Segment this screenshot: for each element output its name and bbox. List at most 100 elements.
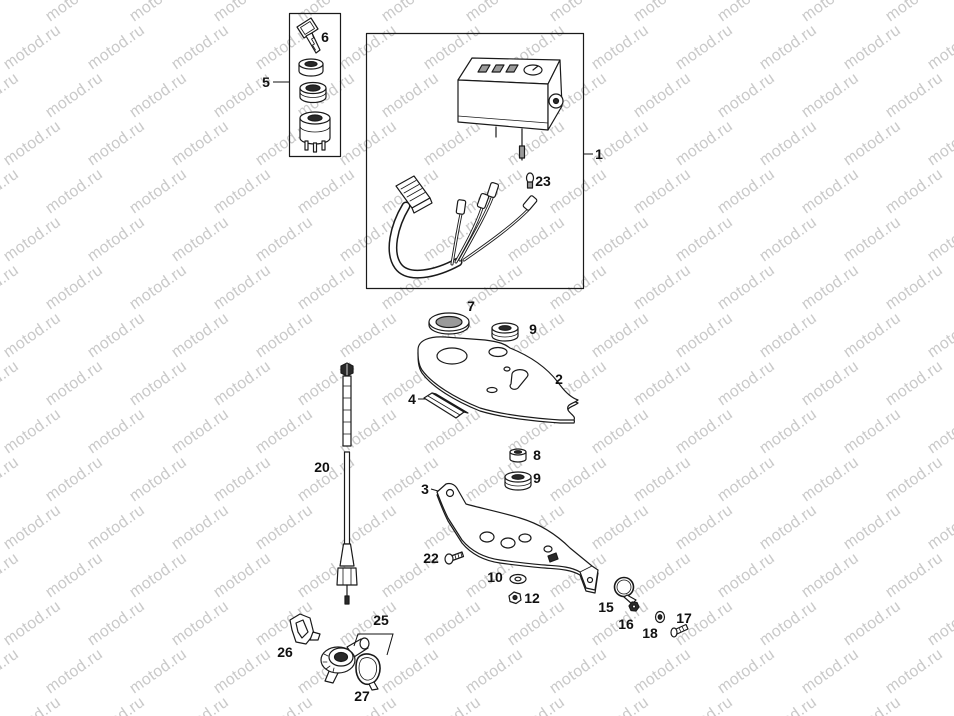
housing-front-face [457, 79, 549, 131]
callout-1: 1 [595, 146, 603, 162]
callout-9-upper: 9 [529, 321, 537, 337]
reset-knob-center [552, 97, 560, 105]
rubber-grommet-lower [504, 471, 532, 491]
callout-23: 23 [535, 173, 551, 189]
rubber-grommet-upper [491, 322, 519, 342]
switch-body [299, 111, 331, 153]
retaining-ring [428, 312, 470, 335]
cable-bottom-nut [336, 567, 358, 586]
cable-nut-facets [342, 567, 352, 586]
washer-hole [514, 576, 522, 582]
bracket-hole [518, 533, 532, 543]
bracket-area [436, 448, 599, 605]
mounting-bracket [436, 482, 599, 594]
leader-line-3 [430, 488, 439, 492]
speedometer-cable [336, 362, 358, 605]
bulb-base [526, 181, 534, 189]
seal-ring-inner [358, 657, 377, 681]
speedometer-drive [320, 637, 370, 684]
grommet-hole [498, 325, 512, 331]
switch-terminal [321, 140, 326, 151]
clip-opening [295, 619, 309, 639]
foam-strip-ridge [427, 395, 461, 416]
cable-upper-sheath [342, 375, 352, 447]
housing-lip [457, 115, 549, 124]
ignition-switch-frame [288, 12, 342, 158]
cable-square-tip [344, 595, 350, 605]
speedometer-drive-area [289, 613, 381, 691]
bushing-hole [513, 450, 523, 454]
nut-hole [512, 594, 518, 601]
harness-sleeve [389, 203, 461, 278]
drive-gear [333, 651, 349, 663]
switch-ring [299, 81, 327, 104]
hex-nut [508, 591, 522, 605]
harness-wire [459, 197, 493, 261]
cable-lower-sheath [343, 451, 351, 545]
callout-22: 22 [423, 550, 439, 566]
connector-side [411, 197, 433, 214]
gasket-hole [488, 346, 508, 358]
callout-12: 12 [524, 590, 540, 606]
clamp-nut-hole [631, 604, 637, 609]
warning-lamp-window [477, 64, 491, 73]
clamp-screw-head [670, 627, 678, 638]
callout-9-lower: 9 [533, 470, 541, 486]
callout-10: 10 [487, 569, 503, 585]
indicator-assembly-frame [365, 32, 585, 290]
bracket-screw [444, 551, 465, 565]
ring-hole [435, 315, 463, 329]
bullet-connector [455, 199, 467, 215]
warning-lamp-window [505, 64, 519, 73]
drive-clip [289, 613, 321, 645]
clamp-hardware [613, 576, 689, 638]
clamp-screw [670, 623, 689, 638]
clamp-band-inner [616, 579, 632, 595]
drive-seal-ring [355, 653, 381, 691]
stud-thread [518, 145, 526, 159]
bracket-fold [579, 565, 593, 573]
grommet-groove [504, 480, 532, 487]
clamp-washer [654, 610, 666, 624]
callout-25: 25 [373, 612, 389, 628]
connector-rib [400, 180, 426, 202]
grommet-groove [491, 331, 519, 338]
switch-keyhole [307, 114, 323, 122]
leader-bracket-25 [353, 633, 394, 656]
gasket-hole [486, 386, 498, 394]
callout-3: 3 [421, 481, 429, 497]
gasket-hole [503, 366, 511, 372]
key-head-inset [300, 21, 315, 35]
callout-7: 7 [467, 298, 475, 314]
foam-strip [423, 392, 469, 419]
cable-ferrule [339, 543, 355, 567]
wiring-harness [388, 175, 538, 279]
callout-labels: 1 2 3 4 5 6 7 8 9 9 10 12 15 16 17 18 20… [262, 29, 692, 704]
key-head [296, 17, 319, 39]
bracket-hole [445, 488, 455, 498]
switch-body-flange [299, 125, 331, 133]
switch-nut [298, 58, 324, 77]
screw-head [444, 553, 454, 565]
ignition-key [296, 17, 321, 54]
washer [509, 573, 527, 585]
callout-26: 26 [277, 644, 293, 660]
clamp-washer-hole [657, 614, 663, 620]
cable-sheath-ribs [342, 385, 352, 435]
harness-wire [463, 209, 529, 261]
bracket-hole [500, 537, 516, 549]
spacer-bushing [509, 448, 527, 463]
switch-nut-hole [304, 60, 318, 67]
gasket-keyhole [509, 369, 529, 390]
callout-15: 15 [598, 599, 614, 615]
bracket-face [436, 482, 599, 591]
key-bitting [311, 32, 316, 51]
callout-16: 16 [618, 616, 634, 632]
drive-boss-end [359, 637, 370, 650]
bullet-connector [486, 182, 500, 198]
switch-terminal [304, 140, 309, 151]
callout-17: 17 [676, 610, 692, 626]
indicator-housing [457, 57, 564, 161]
grommet-hole [511, 474, 525, 480]
